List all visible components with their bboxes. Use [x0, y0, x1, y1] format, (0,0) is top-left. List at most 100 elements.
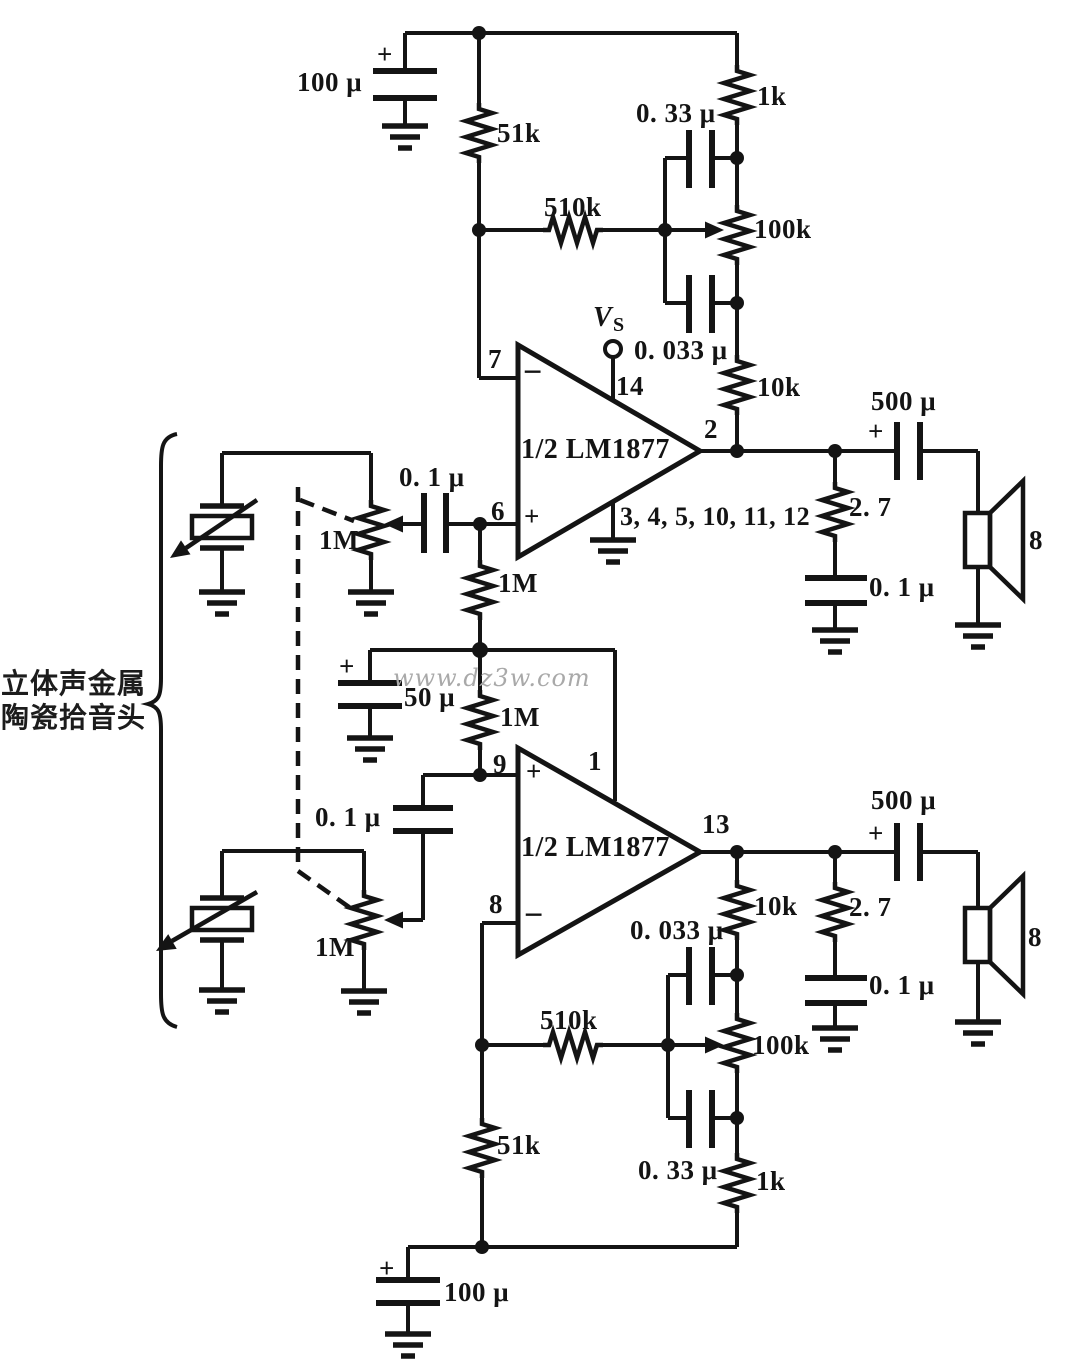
ground-icon — [955, 1022, 1001, 1044]
wire-amp2-output — [700, 850, 980, 1028]
junction-dots — [472, 26, 842, 1254]
label-r100k-bot: 100k — [752, 1030, 810, 1060]
resistor-10k-top — [724, 355, 750, 415]
caption-line-1: 立体声金属 — [1, 667, 147, 700]
ground-pins-label: 3, 4, 5, 10, 11, 12 — [620, 502, 811, 531]
label-r10k-top: 10k — [757, 372, 801, 402]
speaker-icon-bot — [965, 876, 1023, 994]
resistor-1k-bot — [724, 1153, 750, 1213]
wire-input-network — [220, 451, 617, 801]
plus-mark-100u-bot: + — [379, 1253, 395, 1283]
ground-icon — [382, 126, 428, 148]
gang-link-dashed — [295, 487, 358, 914]
resistor-1m-b — [467, 690, 493, 750]
label-r1m-b: 1M — [500, 702, 540, 732]
label-r27-top: 2. 7 — [849, 492, 892, 522]
pin-7-label: 7 — [488, 344, 502, 374]
resistor-51k-top — [466, 103, 492, 163]
label-r51k-top: 51k — [497, 118, 541, 148]
pot-volume-1 — [358, 500, 384, 560]
ground-icon — [347, 738, 393, 760]
speakers — [965, 481, 1023, 994]
label-r1k-bot: 1k — [756, 1166, 786, 1196]
label-r1m-a: 1M — [498, 568, 538, 598]
cap-01u-in-top — [421, 493, 449, 553]
pickups — [170, 498, 259, 943]
opamp1-label: 1/2 LM1877 — [521, 434, 670, 465]
cap-01u-out-bot — [805, 975, 867, 1006]
ground-icon — [812, 1028, 858, 1050]
ground-icon — [590, 540, 636, 562]
label-c01u-out-top: 0. 1 μ — [869, 572, 935, 602]
ground-icon — [812, 630, 858, 652]
label-pot2: 1M — [315, 932, 355, 962]
label-r510k-top: 510k — [544, 192, 602, 222]
speaker-icon-top — [965, 481, 1023, 599]
label-c100u-top: 100 μ — [297, 67, 363, 97]
ground-icon — [385, 1334, 431, 1356]
opamp2-triangle — [515, 743, 706, 960]
label-pot1: 1M — [319, 525, 359, 555]
pin-1-label: 1 — [588, 746, 602, 776]
label-r27-bot: 2. 7 — [849, 892, 892, 922]
vs-label: V — [593, 302, 613, 333]
cap-01u-in-bot — [393, 805, 453, 834]
resistor-510k-bot — [543, 1032, 603, 1058]
pin-2-label: 2 — [704, 414, 718, 444]
pickup-2-icon — [170, 890, 259, 943]
opamps — [515, 339, 706, 960]
label-c0033u-top: 0. 033 μ — [634, 335, 728, 365]
resistor-2r7-top — [822, 482, 848, 542]
vs-subscript: S — [613, 314, 625, 336]
cap-0033u-top — [686, 275, 715, 333]
pickup-1-icon — [184, 498, 259, 551]
opamp2-noninverting-mark: + — [526, 756, 542, 786]
resistor-1m-a — [467, 560, 493, 620]
cap-500u-bot — [894, 823, 923, 881]
capacitors — [338, 68, 923, 1306]
wire-amp1-output — [700, 449, 980, 630]
plus-mark-100u-top: + — [377, 39, 393, 69]
watermark: www.dz3w.com — [393, 664, 591, 692]
vs-terminal-icon — [603, 339, 623, 359]
cap-033u-top — [686, 130, 715, 188]
pin-13-label: 13 — [702, 809, 730, 839]
wire-top-supply — [403, 31, 739, 451]
resistor-51k-bot — [469, 1118, 495, 1178]
ground-icon — [341, 991, 387, 1013]
opamp1-inverting-mark: − — [523, 354, 543, 391]
cap-01u-out-top — [805, 575, 867, 606]
ground-icon — [199, 990, 245, 1012]
plus-mark-500u-bot: + — [868, 818, 884, 848]
plus-mark-500u-top: + — [868, 416, 884, 446]
ground-icon — [199, 592, 245, 614]
pin-6-label: 6 — [491, 496, 505, 526]
cap-100u-bot — [376, 1277, 440, 1306]
label-r1k-top: 1k — [757, 81, 787, 111]
resistor-1k-top — [724, 65, 750, 125]
label-c500u-top: 500 μ — [871, 386, 937, 416]
label-c100u-bot: 100 μ — [444, 1277, 510, 1307]
label-c0033u-bot: 0. 033 μ — [630, 915, 724, 945]
cap-0033u-bot — [686, 947, 715, 1005]
label-r100k-top: 100k — [754, 214, 812, 244]
caption-pickup: 立体声金属 陶瓷拾音头 — [1, 667, 146, 735]
cap-033u-bot — [686, 1090, 715, 1148]
opamp1-triangle — [515, 340, 705, 562]
opamp1-noninverting-mark: + — [524, 501, 540, 531]
resistor-10k-bot — [724, 880, 750, 940]
label-c01u-in-top: 0. 1 μ — [399, 462, 465, 492]
label-c50u: 50 μ — [404, 682, 456, 712]
label-c033u-top: 0. 33 μ — [636, 98, 716, 128]
caption-brace — [140, 432, 178, 1029]
label-r510k-bot: 510k — [540, 1005, 598, 1035]
resistor-2r7-bot — [822, 882, 848, 942]
label-c01u-out-bot: 0. 1 μ — [869, 970, 935, 1000]
cap-500u-top — [894, 422, 923, 480]
label-c033u-bot: 0. 33 μ — [638, 1155, 718, 1185]
resistor-100k-top — [724, 205, 750, 265]
resistor-100k-bot — [724, 1013, 750, 1073]
wires — [220, 31, 980, 1334]
